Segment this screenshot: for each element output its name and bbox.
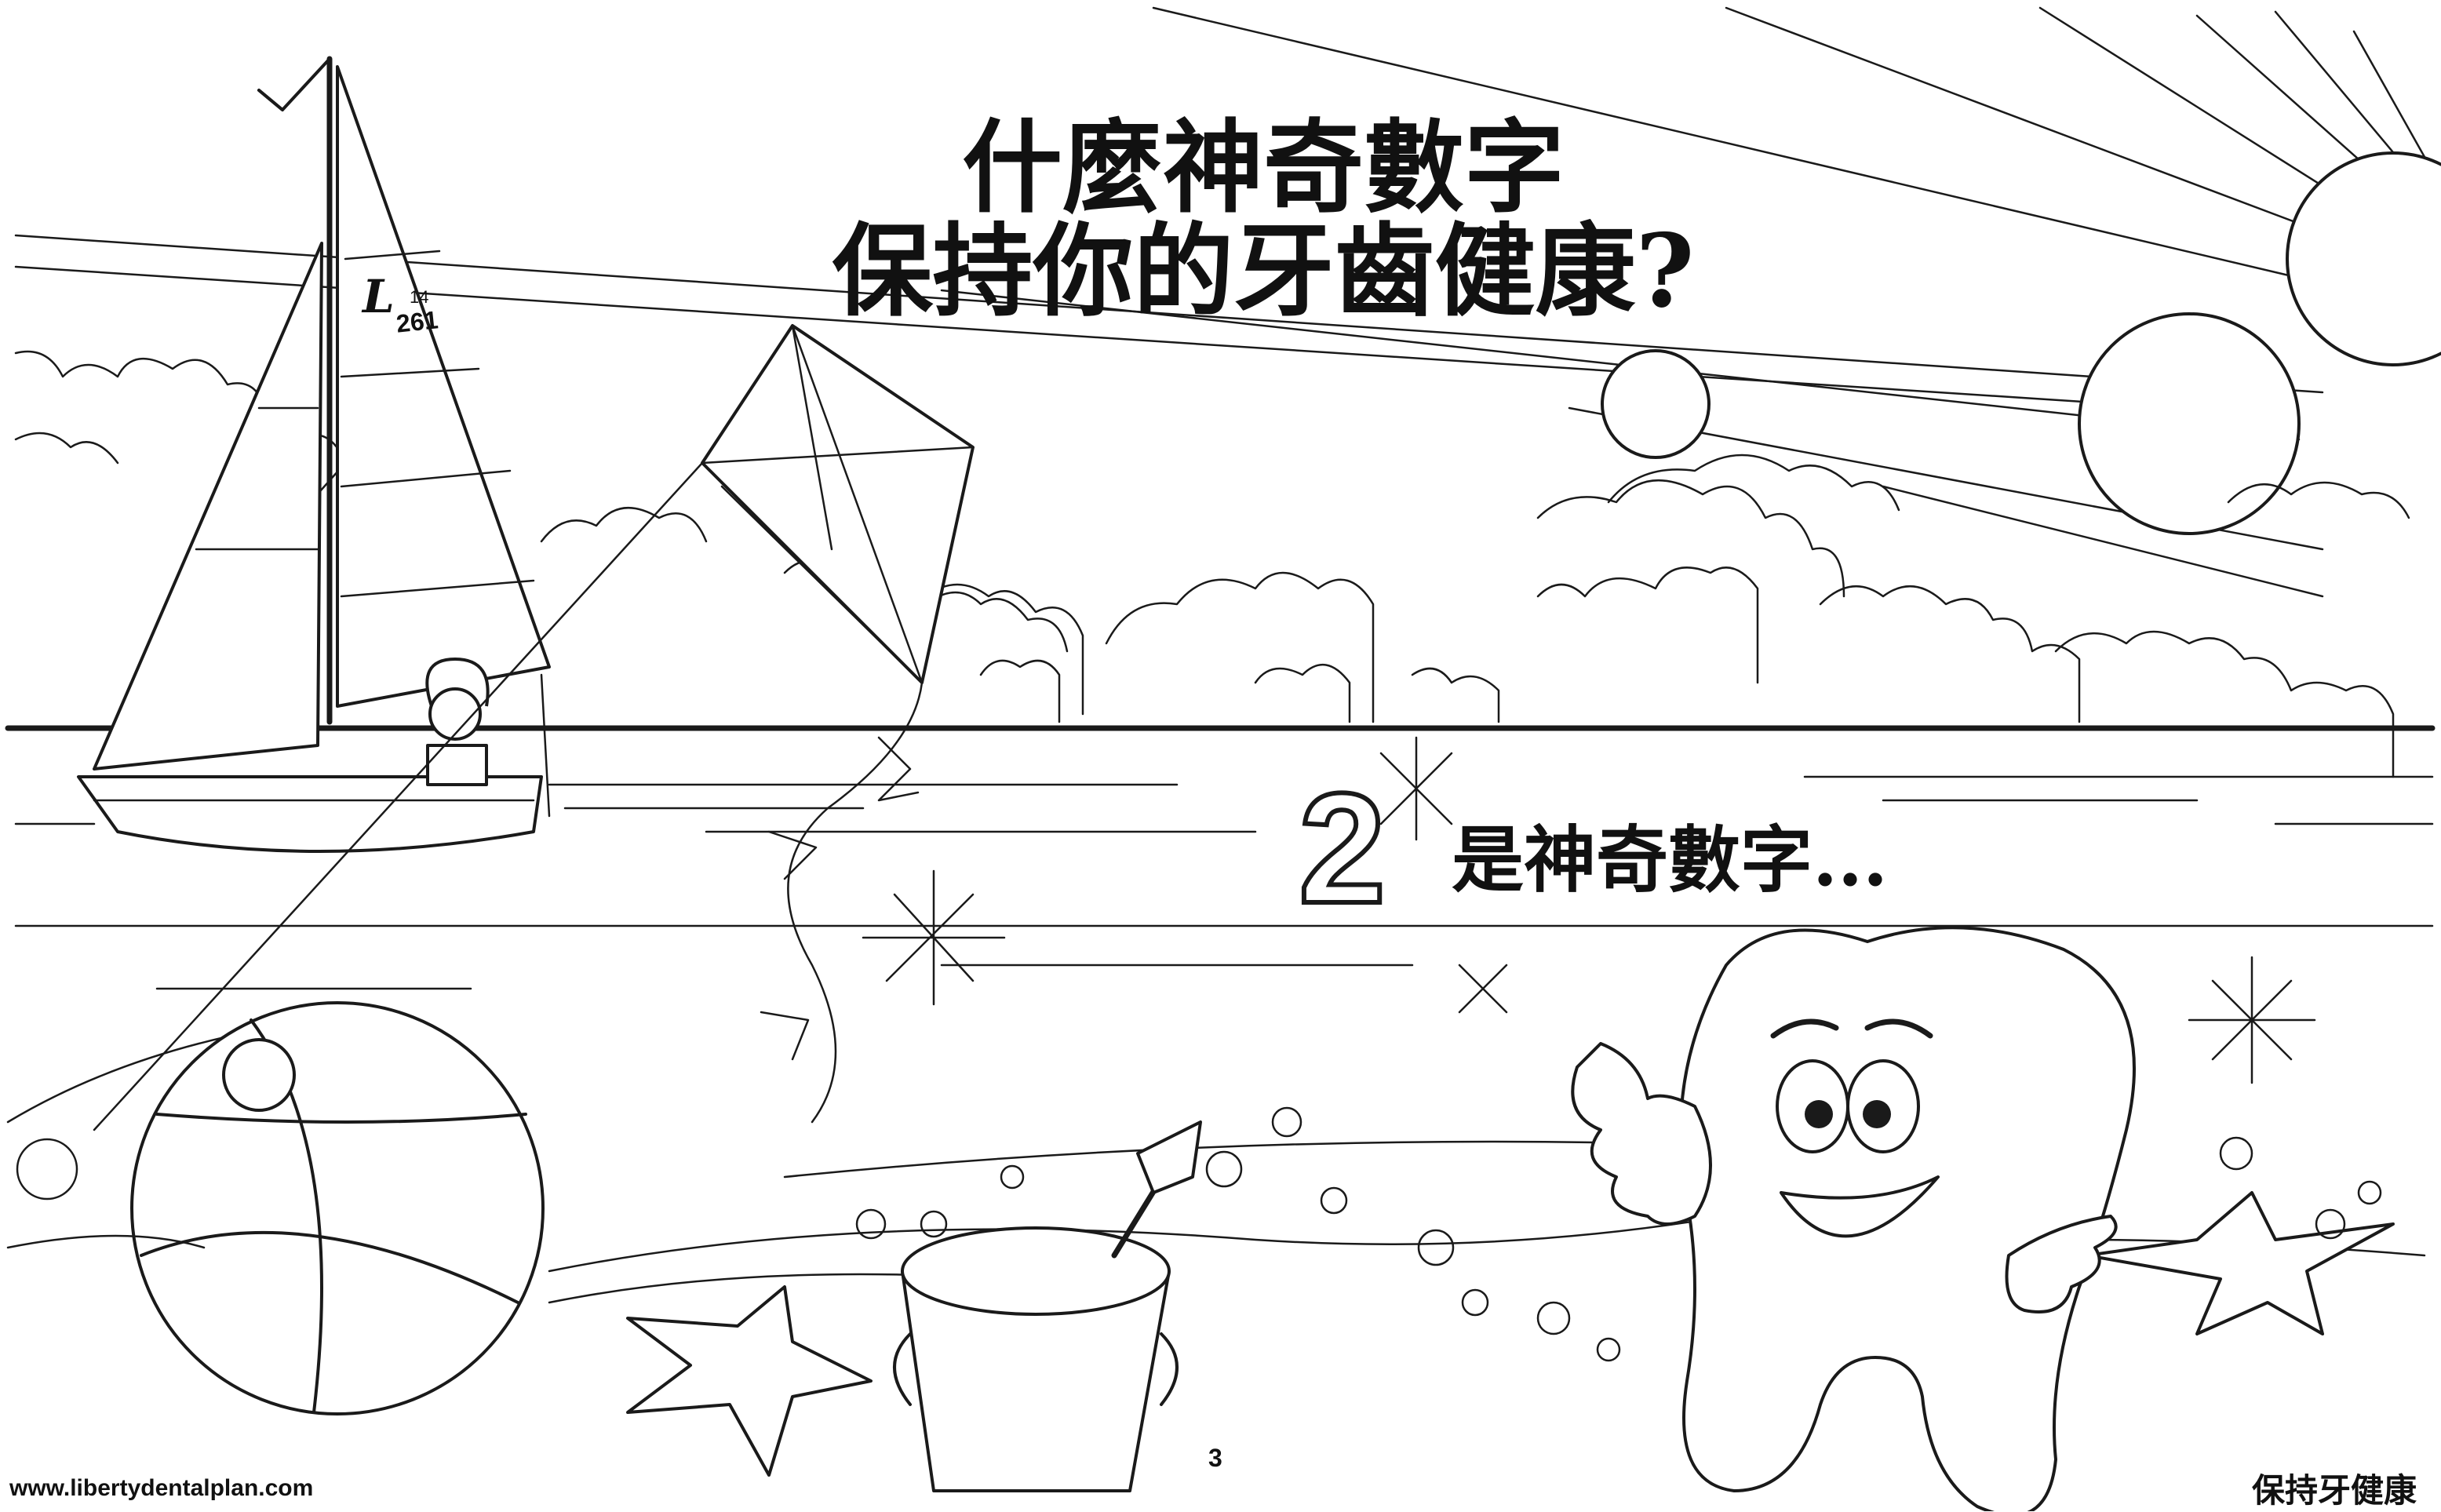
footer-tagline: 保持牙健康 [2252,1471,2417,1510]
water-ripples [6,775,2434,1124]
page-title-line-1: 什麼神奇數字 [961,109,1565,227]
sail-number: 261 [395,305,440,338]
magic-number-2: 2 [1299,761,1386,936]
page-number: 3 [1208,1444,1222,1472]
sailboat [77,56,551,853]
magic-number-caption: 是神奇數字... [1452,818,1889,902]
starfish-right [2086,1191,2395,1335]
sparkles [862,736,2316,1084]
tooth-character [1571,926,2136,1511]
bubbles [16,1106,2382,1362]
footer-website-url: www.libertydentalplan.com [9,1475,314,1501]
sail-class-number: 14 [410,287,429,307]
kite [93,324,975,1131]
sand-bucket [893,1120,1202,1492]
starfish-left [626,1285,873,1477]
page-title-line-2: 保持你的牙齒健康? [832,213,1695,330]
sail-logo-letter: L [363,270,395,323]
beach-ball [130,1001,545,1415]
sun-icon [1601,151,2441,535]
